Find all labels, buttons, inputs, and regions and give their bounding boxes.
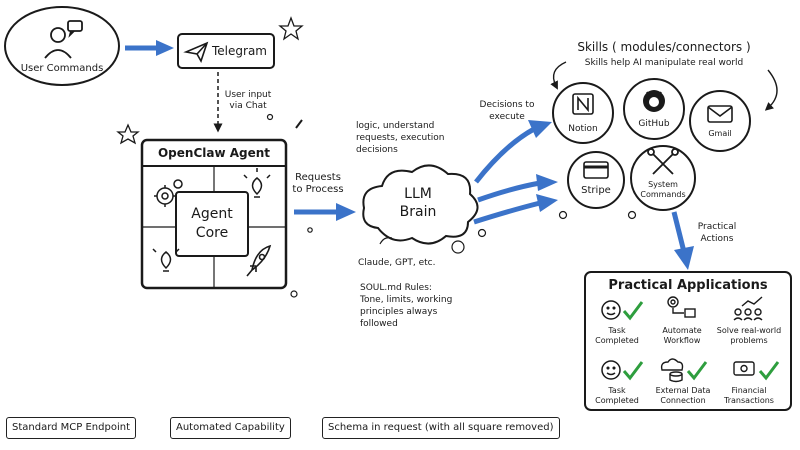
lightbulb-icon-2 (152, 248, 180, 272)
credit-card-icon (583, 161, 609, 179)
automate-line1: Automate (662, 326, 702, 335)
practical-applications-box (584, 271, 792, 411)
skills-title: Skills ( modules/connectors ) (577, 40, 751, 54)
gmail-skill-circle (689, 90, 751, 152)
legend-automated-capability: Automated Capability (170, 417, 291, 439)
logic-note-line2: requests, execution (356, 133, 445, 143)
financial-line2: Transactions (724, 396, 774, 405)
task2-line1: Task (608, 386, 626, 395)
user-icon (44, 20, 83, 59)
star-doodle-left (116, 123, 140, 145)
decisions-note-line1: Decisions to (479, 100, 535, 110)
task1-line2: Completed (595, 336, 639, 345)
arrow-brain-to-stripe (477, 180, 541, 203)
user-commands-label: User Commands (20, 63, 104, 74)
stripe-label: Stripe (581, 185, 611, 196)
system-label-line2: Commands (640, 190, 686, 199)
task2-line2: Completed (595, 396, 639, 405)
soul-note-line4: followed (360, 319, 398, 329)
brain-line1: LLM (404, 186, 432, 202)
smiley-icon (601, 300, 621, 320)
telegram-box (177, 33, 275, 69)
chat-note-line2: via Chat (229, 101, 267, 111)
people-chart-icon (733, 296, 763, 321)
agent-core-line2: Core (195, 225, 229, 241)
arrow-skills-to-apps (671, 211, 687, 253)
agent-title: OpenClaw Agent (157, 146, 271, 160)
practical-note-line2: Actions (700, 234, 734, 244)
star-doodle-top (278, 16, 304, 41)
brain-line2: Brain (399, 204, 437, 220)
lightbulb-icon (243, 168, 271, 198)
legend-schema-in-request: Schema in request (with all square remov… (322, 417, 560, 439)
chat-note-line1: User input (224, 90, 272, 100)
arrow-brain-to-notion (474, 126, 536, 184)
github-icon (643, 90, 665, 112)
telegram-icon (183, 41, 209, 63)
logic-note-line3: decisions (356, 145, 398, 155)
solve-line2: problems (730, 336, 768, 345)
telegram-label: Telegram (212, 44, 267, 58)
money-icon (733, 361, 755, 376)
apps-title: Practical Applications (608, 278, 768, 293)
gmail-label: Gmail (708, 129, 732, 138)
mail-icon (707, 105, 733, 123)
github-label: GitHub (638, 119, 670, 129)
github-skill-circle (623, 78, 685, 140)
gear-icon (154, 179, 183, 207)
solve-line1: Solve real-world (716, 326, 782, 335)
task1-line1: Task (608, 326, 626, 335)
agent-core-line1: Agent (191, 206, 233, 222)
llm-brain-cloud (362, 164, 479, 245)
soul-note-line2: Tone, limits, working (360, 295, 453, 305)
external-line2: Connection (660, 396, 706, 405)
financial-line1: Financial (731, 386, 767, 395)
stripe-skill-circle (567, 151, 625, 209)
notion-skill-circle (552, 82, 614, 144)
system-label-line1: System (648, 180, 678, 189)
database-cloud-icon (660, 358, 684, 383)
user-commands-bubble (4, 6, 120, 86)
practical-note-line1: Practical (697, 222, 737, 232)
notion-icon (572, 93, 594, 115)
legend-mcp-endpoint: Standard MCP Endpoint (6, 417, 136, 439)
smiley-icon-2 (601, 360, 621, 380)
soul-note-line1: SOUL.md Rules: (360, 283, 432, 293)
soul-note-line3: principles always (360, 307, 438, 317)
system-commands-skill-circle (630, 145, 696, 211)
tools-icon (647, 148, 679, 175)
check-icon (622, 301, 644, 321)
models-note: Claude, GPT, etc. (358, 258, 436, 268)
check-icon-3 (686, 361, 708, 381)
automate-line2: Workflow (663, 336, 701, 345)
logic-note-line1: logic, understand (356, 121, 435, 131)
agent-core-box (175, 191, 249, 257)
workflow-icon (667, 296, 696, 318)
arrow-brain-to-system (473, 200, 541, 225)
decisions-note-line2: execute (489, 112, 525, 122)
external-line1: External Data (655, 386, 711, 395)
check-icon-2 (622, 361, 644, 381)
rocket-icon (246, 244, 272, 277)
requests-note-line1: Requests (295, 172, 341, 183)
skills-subtitle: Skills help AI manipulate real world (584, 58, 744, 68)
requests-note-line2: to Process (292, 184, 344, 195)
check-icon-4 (758, 361, 780, 381)
notion-label: Notion (568, 124, 598, 134)
